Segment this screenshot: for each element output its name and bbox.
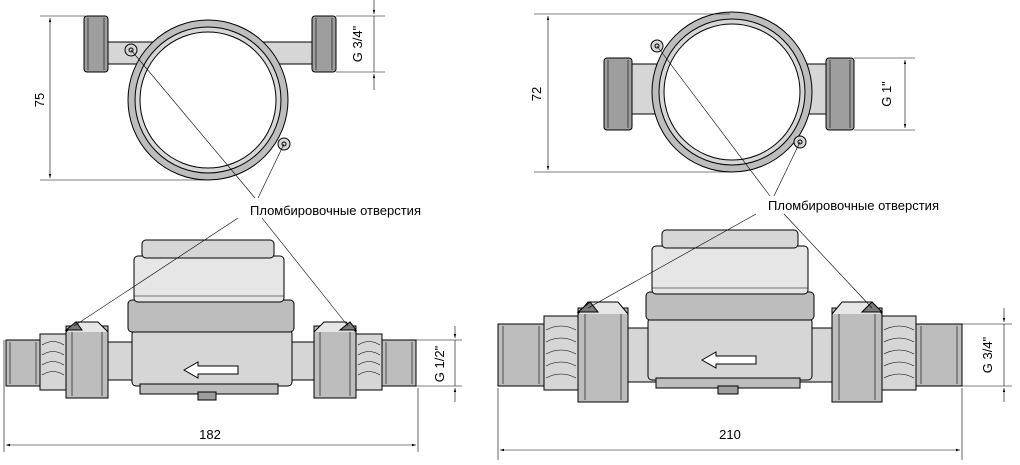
- right-top-view: [603, 11, 855, 197]
- left-bottom-thread-label: G 1/2": [432, 345, 447, 382]
- right-top-thread-label: G 1": [879, 81, 894, 107]
- right-bottom-thread-dimension: G 3/4": [962, 308, 1012, 402]
- left-height-dimension: 75: [32, 15, 205, 181]
- left-seal-label: Пломбировочные отверстия: [250, 203, 421, 218]
- right-length-label: 210: [719, 427, 741, 442]
- flow-arrow: [182, 361, 239, 379]
- left-top-view: [83, 15, 337, 199]
- left-bottom-thread-dimension: G 1/2": [416, 326, 462, 402]
- left-length-dimension: 182: [3, 340, 419, 452]
- seal-hole: [860, 301, 884, 313]
- seal-hole: [576, 301, 600, 313]
- right-meter: 72 G 1" Пломбировочные отверстия: [497, 11, 1012, 460]
- left-meter: 75 G 3/4" Пломбировочные отверстия: [3, 0, 462, 452]
- left-height-label: 75: [32, 93, 47, 107]
- left-top-thread-label: G 3/4": [350, 25, 365, 62]
- right-length-dimension: 210: [497, 388, 963, 460]
- left-length-label: 182: [199, 427, 221, 442]
- flow-arrow: [700, 351, 757, 369]
- right-height-label: 72: [529, 87, 544, 101]
- left-side-view: [5, 217, 417, 401]
- left-top-thread-dimension: G 3/4": [336, 0, 385, 90]
- right-side-view: [497, 213, 963, 403]
- right-bottom-thread-label: G 3/4": [980, 336, 995, 373]
- right-height-dimension: 72: [529, 13, 730, 173]
- right-seal-label: Пломбировочные отверстия: [768, 198, 939, 213]
- right-top-thread-dimension: G 1": [854, 57, 915, 131]
